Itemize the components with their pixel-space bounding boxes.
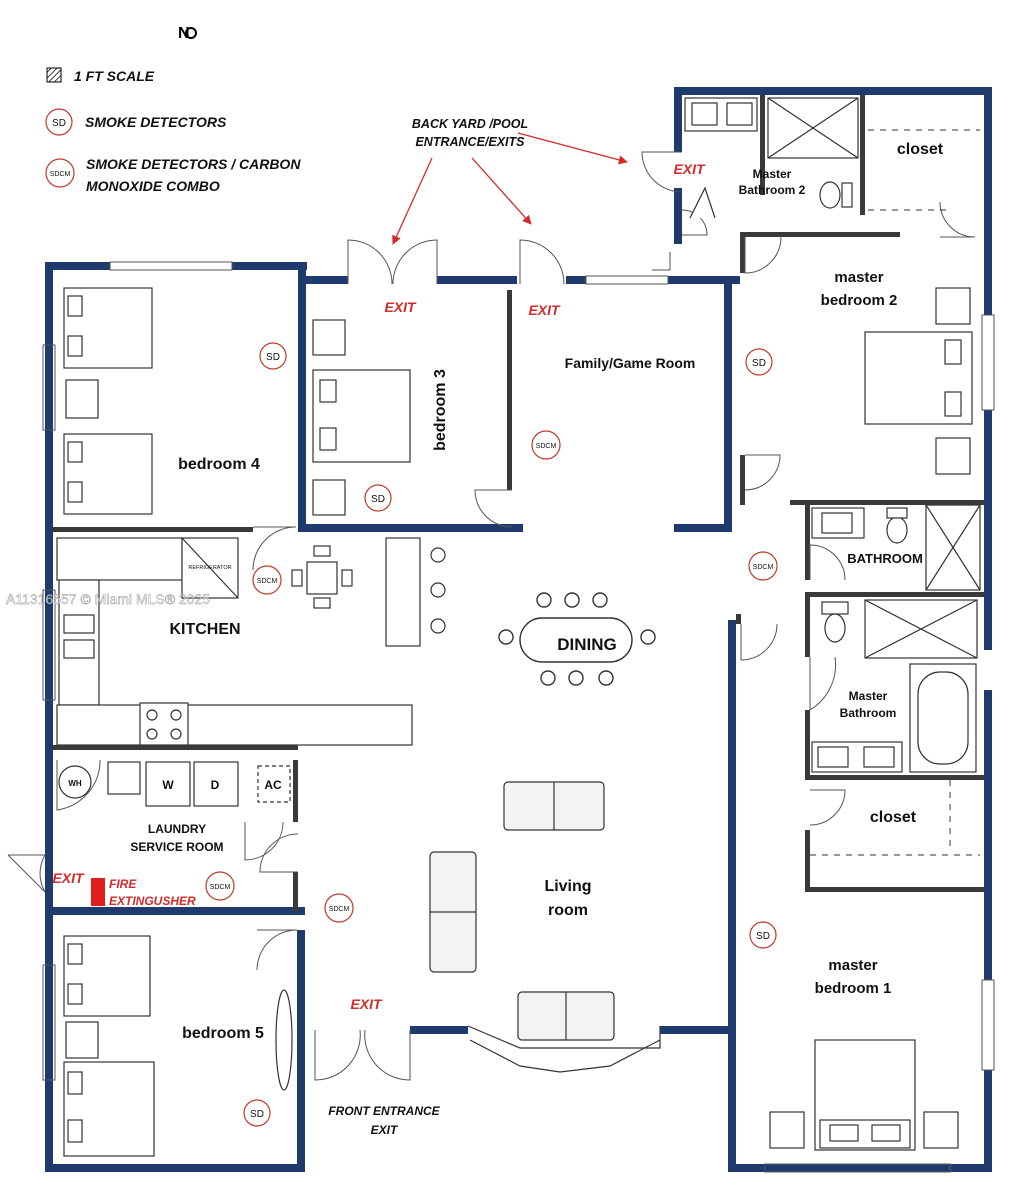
master-bath-fixtures xyxy=(811,599,978,773)
sd-badge-bedroom3: SD xyxy=(364,484,392,512)
room-closet-top: closet xyxy=(897,141,944,158)
sdcm-badge-icon xyxy=(45,158,75,188)
room-bedroom3: bedroom 3 xyxy=(432,369,449,451)
windows xyxy=(42,261,995,1173)
doors xyxy=(7,151,976,1081)
front-entrance-line2: EXIT xyxy=(371,1123,399,1137)
appliance-labels: REFRIGERATOR WH W D AC xyxy=(68,565,282,792)
room-family: Family/Game Room xyxy=(565,355,696,371)
label-water-heater: WH xyxy=(68,779,82,788)
compass-mark: N xyxy=(178,25,190,42)
svg-text:SDCM: SDCM xyxy=(329,906,350,913)
kitchen-fixtures xyxy=(56,537,446,746)
sdcm-badge-laundry: SDCM xyxy=(205,871,235,901)
legend: 1 FT SCALE SD SMOKE DETECTORS SDCM SMOKE… xyxy=(45,67,301,194)
interior-walls xyxy=(53,95,984,912)
sd-badge-bedroom5: SD xyxy=(243,1099,271,1127)
sdcm-badge-family: SDCM xyxy=(531,430,561,460)
living-furniture xyxy=(429,781,661,1073)
sdcm-badge-hall: SDCM xyxy=(748,551,778,581)
room-kitchen: KITCHEN xyxy=(169,621,240,638)
legend-scale: 1 FT SCALE xyxy=(74,68,155,84)
compass-icon: N xyxy=(178,25,197,42)
room-living-line1: Living xyxy=(544,878,591,895)
bedroom5-furniture xyxy=(63,935,293,1157)
bedroom4-furniture xyxy=(63,287,153,515)
label-refrigerator: REFRIGERATOR xyxy=(188,565,231,571)
svg-text:SD: SD xyxy=(250,1109,264,1120)
sdcm-badge-living: SDCM xyxy=(324,893,354,923)
legend-sdcm-line2: MONOXIDE COMBO xyxy=(86,178,220,194)
room-bedroom4: bedroom 4 xyxy=(178,456,260,473)
legend-sdcm-line1: SMOKE DETECTORS / CARBON xyxy=(86,156,301,172)
laundry-fixtures xyxy=(58,761,291,807)
sd-badge-master-bed2: SD xyxy=(745,348,773,376)
closet-shelves xyxy=(810,129,980,856)
front-entrance-line1: FRONT ENTRANCE xyxy=(328,1104,440,1118)
sdcm-badge-kitchen: SDCM xyxy=(252,565,282,595)
legend-sd-badge: SD xyxy=(52,118,66,129)
sd-badge-icon xyxy=(45,108,73,136)
room-master-bed2-line1: master xyxy=(834,269,883,286)
room-master-bed2-line2: bedroom 2 xyxy=(821,292,898,309)
legend-sdcm-badge: SDCM xyxy=(50,171,71,178)
master-bath2-fixtures xyxy=(684,97,859,219)
fire-ext-line1: FIRE xyxy=(109,877,137,891)
room-master-bed1-line2: bedroom 1 xyxy=(815,980,892,997)
svg-text:SDCM: SDCM xyxy=(210,884,231,891)
callout-line2: ENTRANCE/EXITS xyxy=(415,135,525,149)
room-closet-mid: closet xyxy=(870,809,917,826)
room-bathroom: BATHROOM xyxy=(847,551,923,566)
master-bed1-furniture xyxy=(769,1039,959,1151)
exterior-walls xyxy=(45,87,992,1172)
backyard-callout: BACK YARD /POOL ENTRANCE/EXITS xyxy=(392,117,628,245)
exit-bedroom3: EXIT xyxy=(384,299,417,315)
room-master-bath-line1: Master xyxy=(849,689,888,703)
dining-table xyxy=(498,592,656,686)
bedroom3-furniture xyxy=(312,319,411,516)
callout-line1: BACK YARD /POOL xyxy=(412,117,528,131)
bathroom-fixtures xyxy=(811,504,981,591)
exit-family: EXIT xyxy=(528,302,561,318)
svg-text:SD: SD xyxy=(752,358,766,369)
svg-text:SD: SD xyxy=(371,494,385,505)
fire-ext-line2: EXTINGUSHER xyxy=(109,894,196,908)
room-labels: bedroom 4 bedroom 3 Family/Game Room Mas… xyxy=(130,141,943,1137)
room-master-bath2-line1: Master xyxy=(753,167,792,181)
label-ac: AC xyxy=(264,778,282,792)
room-master-bath-line2: Bathroom xyxy=(840,706,897,720)
room-laundry-line2: SERVICE ROOM xyxy=(130,840,223,854)
room-dining: DINING xyxy=(557,635,617,654)
room-living-line2: room xyxy=(548,902,588,919)
svg-text:SD: SD xyxy=(266,352,280,363)
svg-text:SDCM: SDCM xyxy=(257,578,278,585)
watermark: A11316557 © Miami MLS® 2025 xyxy=(6,591,210,607)
legend-sd-text: SMOKE DETECTORS xyxy=(85,114,227,130)
exit-master-bath2: EXIT xyxy=(673,161,706,177)
room-master-bath2-line2: Bathroom 2 xyxy=(739,183,806,197)
room-bedroom5: bedroom 5 xyxy=(182,1025,264,1042)
exit-laundry: EXIT xyxy=(52,870,85,886)
sd-badge-master-bed1: SD xyxy=(749,921,777,949)
svg-text:SD: SD xyxy=(756,931,770,942)
room-master-bed1-line1: master xyxy=(828,957,877,974)
exit-front: EXIT xyxy=(350,996,383,1012)
svg-text:SDCM: SDCM xyxy=(536,443,557,450)
exit-labels: EXIT EXIT EXIT EXIT EXIT xyxy=(52,161,706,1012)
label-washer: W xyxy=(162,778,174,792)
svg-text:SDCM: SDCM xyxy=(753,564,774,571)
detector-badges: SD SD SD SD SD SDCM SDCM SDCM xyxy=(205,342,778,1127)
label-dryer: D xyxy=(211,778,220,792)
sd-badge-bedroom4: SD xyxy=(259,342,287,370)
fire-extinguisher-icon xyxy=(91,878,105,906)
master-bed2-furniture xyxy=(864,287,973,475)
room-laundry-line1: LAUNDRY xyxy=(148,822,206,836)
scale-swatch-icon xyxy=(46,67,62,83)
